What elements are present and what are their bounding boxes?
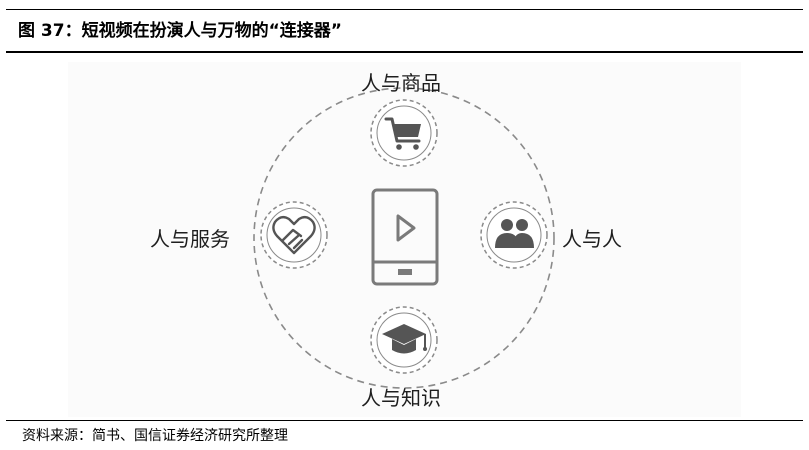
bottom-rule <box>6 420 803 421</box>
top-border-line <box>6 9 803 10</box>
people-icon <box>495 219 534 248</box>
title-rule <box>6 51 803 53</box>
node-label-people: 人与人 <box>562 227 622 251</box>
node-label-service: 人与服务 <box>150 227 230 251</box>
node-people <box>480 201 548 269</box>
node-service <box>260 201 328 269</box>
node-label-shopping: 人与商品 <box>361 71 441 95</box>
figure-title: 图 37：短视频在扮演人与万物的“连接器” <box>18 21 342 41</box>
handshake-heart-icon <box>272 215 316 255</box>
outer-dashed-ring <box>253 87 555 389</box>
shopping-cart-icon <box>384 117 421 150</box>
node-shopping <box>370 99 438 167</box>
source-note: 资料来源：简书、国信证券经济研究所整理 <box>22 428 288 444</box>
graduation-cap-icon <box>382 324 427 354</box>
node-label-knowledge: 人与知识 <box>361 386 441 410</box>
video-play-phone-icon <box>371 188 439 286</box>
node-knowledge <box>370 306 438 374</box>
